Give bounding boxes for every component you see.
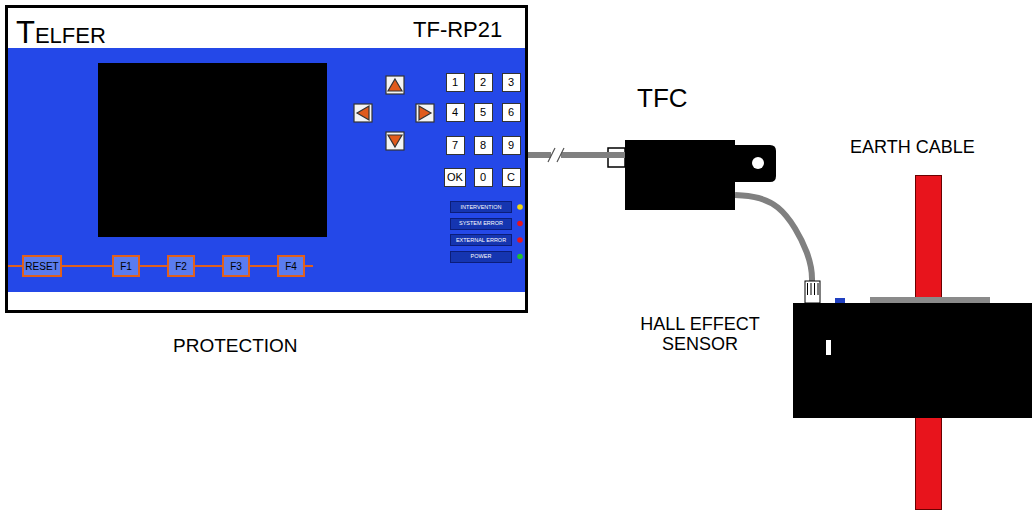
device-caption: PROTECTION xyxy=(173,336,298,357)
tfc-module: TFC xyxy=(625,140,735,210)
brand-name: TELFER xyxy=(16,16,106,50)
keypad-key: 5 xyxy=(474,103,493,122)
key-label: 0 xyxy=(480,171,486,183)
break-mark xyxy=(548,148,564,162)
protection-relay: TELFERTF-RP21PROTECTION123456789OK0CINTE… xyxy=(5,5,528,313)
arrow-down xyxy=(388,135,402,147)
key-label: 4 xyxy=(452,106,458,118)
indicator-text: SYSTEM ERROR xyxy=(459,220,503,226)
keypad-key: 7 xyxy=(446,136,465,155)
front-panel xyxy=(8,48,525,292)
key-label: 2 xyxy=(480,76,486,88)
led-dot xyxy=(517,204,523,210)
module-name: TFC xyxy=(637,84,688,113)
plug-contact xyxy=(807,283,808,295)
function-button: F4 xyxy=(277,255,305,277)
button-label: F3 xyxy=(230,261,242,272)
led-dot xyxy=(517,221,523,227)
signal-cable xyxy=(735,195,812,283)
device-body xyxy=(5,5,528,313)
key-label: 1 xyxy=(452,76,458,88)
display-screen xyxy=(98,63,327,237)
plug-contact xyxy=(818,283,819,295)
keypad-key: C xyxy=(502,168,521,187)
keypad-key: 3 xyxy=(502,73,521,92)
arrow-key xyxy=(386,76,404,94)
indicator-label: SYSTEM ERROR xyxy=(450,218,512,230)
function-button: F3 xyxy=(222,255,250,277)
indicator-text: EXTERNAL ERROR xyxy=(456,237,506,243)
key-label: 3 xyxy=(508,76,514,88)
mounting-hole xyxy=(752,157,764,169)
cable-label: EARTH CABLE xyxy=(850,138,975,158)
keypad-key: 8 xyxy=(474,136,493,155)
arrow-left xyxy=(357,106,369,120)
keypad-key: 2 xyxy=(474,73,493,92)
hall-effect-sensor: HALL EFFECT SENSOR xyxy=(793,303,1032,418)
sensor-detail xyxy=(793,303,1032,418)
key-label: 5 xyxy=(480,106,486,118)
indicator-text: INTERVENTION xyxy=(461,204,502,210)
function-button: F1 xyxy=(112,255,140,277)
arrow-right xyxy=(419,106,431,120)
arrow-key xyxy=(354,104,372,122)
keypad-key: 1 xyxy=(446,73,465,92)
arrow-keys xyxy=(354,76,434,150)
arrow-key xyxy=(386,132,404,150)
button-label: F4 xyxy=(285,261,297,272)
sensor-led xyxy=(835,298,845,303)
led-dot xyxy=(517,254,523,260)
arrow-key xyxy=(416,104,434,122)
key-label: C xyxy=(507,171,515,183)
sensor-window xyxy=(870,297,990,303)
sensor-mark xyxy=(826,340,831,355)
button-label: F2 xyxy=(175,261,187,272)
break-gap xyxy=(551,150,561,161)
indicator-label: INTERVENTION xyxy=(450,201,512,213)
key-label: 7 xyxy=(452,139,458,151)
key-label: OK xyxy=(447,171,463,183)
function-button: RESET xyxy=(22,255,62,277)
keypad-key: OK xyxy=(444,168,466,187)
keypad-key: 4 xyxy=(446,103,465,122)
key-label: 9 xyxy=(508,139,514,151)
keypad-key: 6 xyxy=(502,103,521,122)
indicator-label: EXTERNAL ERROR xyxy=(450,234,512,246)
plug-contact xyxy=(814,283,815,295)
key-label: 8 xyxy=(480,139,486,151)
button-label: F1 xyxy=(120,261,132,272)
function-button: F2 xyxy=(167,255,195,277)
indicator-text: POWER xyxy=(471,253,492,259)
model-number: TF-RP21 xyxy=(413,18,502,42)
plug-contact xyxy=(811,283,812,295)
signal-cable xyxy=(528,152,625,158)
keypad-key: 9 xyxy=(502,136,521,155)
indicator-label: POWER xyxy=(450,251,512,263)
keypad-key: 0 xyxy=(474,168,493,187)
key-label: 6 xyxy=(508,106,514,118)
led-dots xyxy=(517,204,523,259)
button-label: RESET xyxy=(25,261,58,272)
sensor-label: HALL EFFECT SENSOR xyxy=(625,315,775,355)
led-dot xyxy=(517,237,523,243)
sensor-plug xyxy=(805,281,820,303)
arrow-up xyxy=(388,79,402,91)
mounting-tab xyxy=(735,145,776,182)
